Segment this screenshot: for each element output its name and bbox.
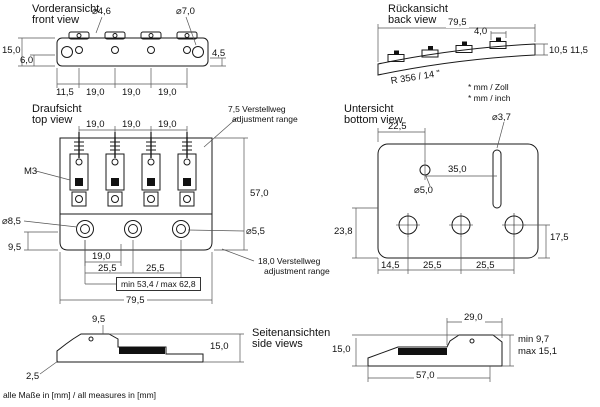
side-view-left-dimensions	[39, 325, 244, 375]
front-view-title-de: Vorderansicht	[32, 3, 100, 15]
front-view-dimensions	[18, 16, 226, 88]
side-view-right-dimensions	[352, 318, 514, 382]
side-views-title-en: side views	[252, 338, 303, 350]
dim-bottom-255a: 25,5	[423, 260, 442, 271]
back-view-title-en: back view	[388, 14, 437, 26]
dim-sideright-290: 29,0	[462, 312, 485, 323]
dim-sideleft-150: 15,0	[210, 341, 229, 352]
dim-bottom-dia-50: ⌀5,0	[414, 185, 433, 196]
dim-sideright-570: 57,0	[414, 370, 437, 381]
dim-top-thread: M3	[24, 166, 38, 177]
dim-front-pitch-2: 19,0	[122, 87, 141, 98]
front-view-title-en: front view	[32, 14, 80, 26]
top-view-title-en: top view	[32, 114, 73, 126]
dim-top-pitch-2: 19,0	[122, 119, 141, 130]
dim-bottom-225: 22,5	[388, 121, 407, 132]
top-view-adjust1-de: 7,5 Verstellweg	[228, 104, 286, 114]
back-view-title-de: Rückansicht	[388, 3, 448, 15]
dim-top-19: 19,0	[92, 251, 111, 262]
dim-bottom-35: 35,0	[446, 164, 469, 175]
dim-top-255a: 25,5	[98, 263, 117, 274]
bottom-view-title-en: bottom view	[344, 114, 403, 126]
top-view-title-de: Draufsicht	[32, 103, 82, 115]
dim-bottom-175: 17,5	[550, 232, 569, 243]
dim-sideleft-25: 2,5	[26, 371, 40, 382]
back-view-note-en: * mm / inch	[468, 93, 511, 103]
dim-top-pitch-1: 19,0	[86, 119, 105, 130]
dim-sideleft-95: 9,5	[92, 314, 106, 325]
top-view-drawing	[59, 132, 213, 251]
dim-back-saddle-width: 4,0	[474, 26, 488, 37]
dim-top-dia-inner: ⌀5,5	[246, 226, 265, 237]
dim-front-height-mid: 6,0	[20, 55, 34, 66]
dim-top-pitch-3: 19,0	[158, 119, 177, 130]
dim-top-255b: 25,5	[146, 263, 165, 274]
dim-front-height-right: 4,5	[212, 48, 226, 59]
side-views-title-de: Seitenansichten	[252, 327, 331, 339]
dim-front-height-total: 15,0	[2, 45, 21, 56]
dim-sideright-min: min 9,7	[518, 334, 550, 345]
dim-sideright-150: 15,0	[332, 344, 351, 355]
dim-front-pitch-first: 11,5	[56, 87, 74, 98]
bottom-view-title-de: Untersicht	[344, 103, 394, 115]
dim-bottom-145: 14,5	[381, 260, 400, 271]
dim-top-height-total: 57,0	[250, 188, 269, 199]
dim-sideright-max: max 15,1	[518, 346, 558, 357]
back-view-note-de: * mm / Zoll	[468, 82, 509, 92]
dim-bottom-238: 23,8	[334, 226, 353, 237]
side-view-left-drawing	[56, 333, 204, 363]
back-view-dimensions	[377, 24, 548, 62]
back-view-drawing	[377, 37, 536, 76]
top-view-dimensions	[23, 116, 255, 304]
dim-back-width-total: 79,5	[446, 17, 469, 28]
dim-front-pitch-3: 19,0	[158, 87, 177, 98]
dim-front-dia-small: ⌀4,6	[92, 6, 111, 17]
measure-note: alle Maße in [mm] / all measures in [mm]	[3, 390, 157, 400]
top-view-adjust2-de: 18,0 Verstellweg	[258, 256, 321, 266]
dim-top-dia-outer: ⌀8,5	[2, 216, 21, 227]
dim-top-width-total: 79,5	[124, 295, 147, 306]
dim-top-height-tab: 9,5	[8, 242, 22, 253]
side-view-right-drawing	[367, 334, 503, 367]
bottom-view-dimensions	[352, 121, 550, 274]
dim-bottom-dia-37: ⌀3,7	[492, 112, 511, 123]
front-view-drawing	[56, 31, 209, 67]
top-view-adjust2-en: adjustment range	[264, 266, 330, 276]
dim-top-minmax: min 53,4 / max 62,8	[116, 277, 201, 291]
dim-back-height-range: 10,5 11,5	[549, 45, 588, 56]
dim-front-dia-large: ⌀7,0	[176, 6, 195, 17]
top-view-adjust1-en: adjustment range	[232, 114, 298, 124]
dim-front-pitch-1: 19,0	[86, 87, 105, 98]
dim-bottom-255b: 25,5	[476, 260, 495, 271]
